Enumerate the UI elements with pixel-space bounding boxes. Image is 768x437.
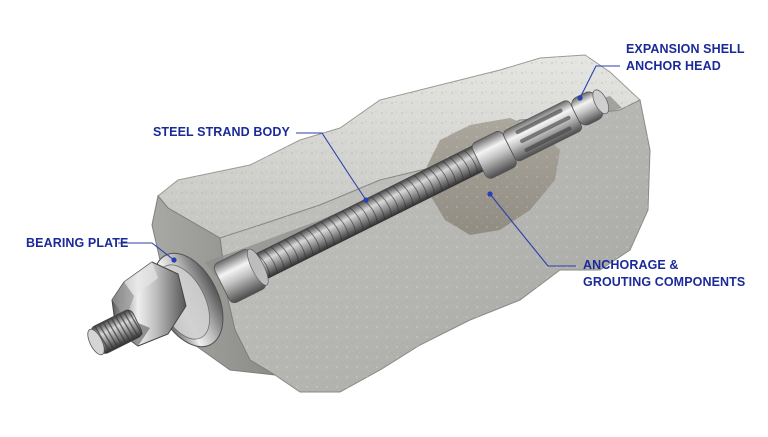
strand-wire <box>328 218 343 241</box>
strand-wire <box>392 185 407 209</box>
leader-dots <box>171 95 583 263</box>
thread-line <box>106 320 123 346</box>
leader-line-expansion <box>579 65 620 99</box>
label-expansion-shell: EXPANSION SHELL ANCHOR HEAD <box>626 41 745 75</box>
strand-wire <box>306 228 321 252</box>
thread-line <box>123 312 139 337</box>
strand-wire <box>442 160 457 184</box>
strand-wire <box>277 243 293 266</box>
expansion-shell <box>471 89 610 179</box>
strand-wire <box>349 207 364 231</box>
thread-line <box>94 326 111 352</box>
dot-icon <box>171 257 177 263</box>
label-bearing-plate: BEARING PLATE <box>26 235 128 252</box>
label-steel-strand: STEEL STRAND BODY <box>153 124 290 141</box>
strand-wire <box>320 221 336 245</box>
strand-wire <box>421 171 436 195</box>
strand-wire <box>256 253 271 277</box>
strand-wire <box>335 214 350 238</box>
strand-wire <box>285 239 300 263</box>
thread-line <box>98 324 115 350</box>
thread-line <box>127 310 143 335</box>
strand-wire <box>299 232 314 256</box>
strand-wire <box>464 150 479 174</box>
label-anchorage: ANCHORAGE & GROUTING COMPONENTS <box>583 257 745 291</box>
strand-wire <box>263 250 278 274</box>
leader-line-bearing <box>118 242 175 261</box>
thread-line <box>119 314 135 340</box>
dot-icon <box>363 197 369 203</box>
strand-wire <box>270 246 285 270</box>
strand-wire <box>313 225 328 249</box>
label-expansion-line-1: EXPANSION SHELL <box>626 42 745 56</box>
label-bearing-plate-text: BEARING PLATE <box>26 236 129 250</box>
strand-wire <box>456 153 472 177</box>
thread-line <box>115 316 131 342</box>
strand-wire <box>399 182 414 206</box>
strand-wire <box>292 235 307 259</box>
strand-wire <box>356 203 371 227</box>
leader-line-steel <box>296 132 367 201</box>
leader-line-anchorage <box>489 193 576 267</box>
dot-icon <box>577 95 583 101</box>
threaded-end <box>87 309 143 356</box>
coupler <box>213 248 269 304</box>
strand-wire <box>370 196 386 220</box>
leader-lines <box>118 65 620 267</box>
strand-wire <box>385 189 400 213</box>
strand-wire <box>406 178 421 202</box>
strand-wire <box>449 157 464 181</box>
label-anchorage-line-2: GROUTING COMPONENTS <box>583 275 746 289</box>
label-anchorage-line-1: ANCHORAGE & <box>583 258 679 272</box>
strand-wire <box>413 175 429 199</box>
strand-wire <box>378 193 393 216</box>
thread-line <box>102 322 119 348</box>
strand-wire <box>428 168 443 191</box>
label-steel-strand-text: STEEL STRAND BODY <box>153 125 290 139</box>
strand-wire <box>435 164 450 188</box>
strand-wire <box>342 210 357 234</box>
label-expansion-line-2: ANCHOR HEAD <box>626 59 721 73</box>
thread-line <box>110 318 127 344</box>
dot-icon <box>487 191 493 197</box>
